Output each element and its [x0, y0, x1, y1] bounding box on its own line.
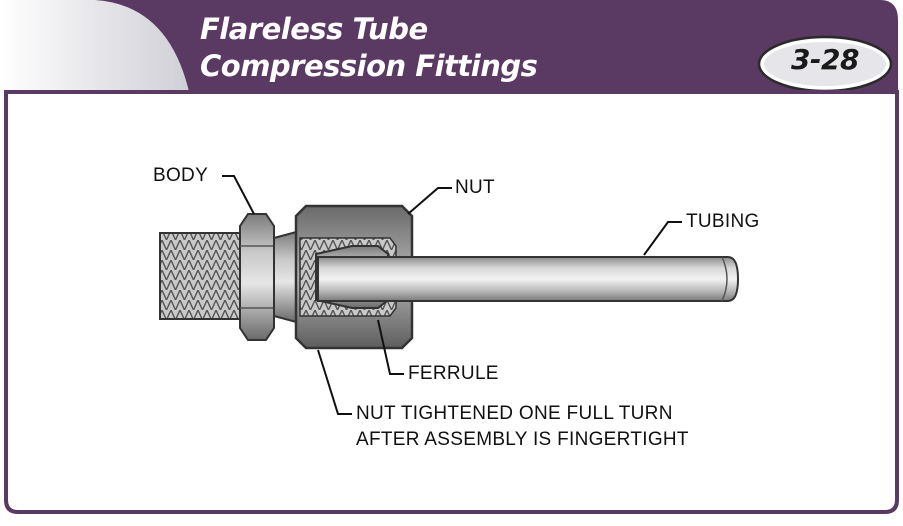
nut-label: NUT	[455, 177, 495, 198]
body-label: BODY	[153, 165, 209, 186]
note-line-1: NUT TIGHTENED ONE FULL TURN	[356, 403, 673, 424]
body-hex	[239, 213, 275, 341]
note-line-2: AFTER ASSEMBLY IS FINGERTIGHT	[356, 429, 689, 450]
nut-leader	[407, 187, 452, 215]
body-leader	[222, 175, 255, 215]
title-line-1: Flareless Tube	[200, 12, 428, 46]
figure-number: 3-28	[790, 43, 860, 76]
title-line-2: Compression Fittings	[200, 49, 538, 83]
ferrule-leader	[377, 319, 404, 375]
fitting-illustration	[159, 204, 740, 350]
tubing-label: TUBING	[686, 211, 760, 232]
leader-lines	[222, 175, 682, 415]
body-neck	[273, 230, 297, 324]
tubing-shape	[317, 256, 740, 302]
figure-badge	[757, 35, 893, 93]
body-thread	[159, 232, 243, 320]
ferrule-label: FERRULE	[408, 363, 499, 384]
note-leader	[317, 349, 352, 415]
tubing-leader	[643, 221, 682, 256]
header-banner	[0, 0, 898, 96]
